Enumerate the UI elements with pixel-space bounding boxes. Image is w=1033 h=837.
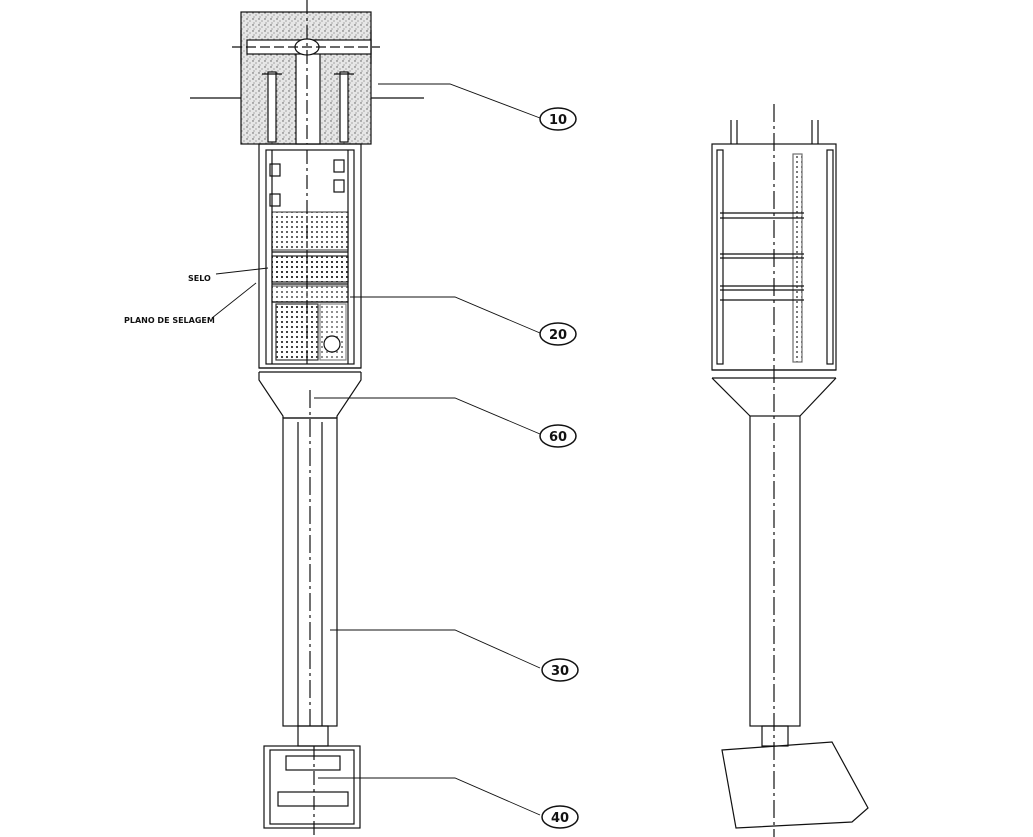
callout-30-label: 30: [551, 664, 569, 679]
left-view: [190, 0, 541, 837]
right-view: [711, 104, 869, 837]
callout-10-label: 10: [549, 113, 567, 128]
callout-60: 60: [539, 424, 577, 448]
plano-de-selagem-label: PLANO DE SELAGEM: [124, 316, 215, 325]
callout-30: 30: [541, 658, 579, 682]
callout-20: 20: [539, 322, 577, 346]
cabinet: [258, 143, 362, 373]
callout-10: 10: [539, 107, 577, 131]
callout-40: 40: [541, 805, 579, 829]
callout-40-label: 40: [551, 811, 569, 826]
selo-label: SELO: [188, 274, 211, 283]
base: [263, 745, 361, 837]
callout-60-label: 60: [549, 430, 567, 445]
column: [282, 390, 338, 747]
leader-lines: [211, 83, 541, 816]
callout-20-label: 20: [549, 328, 567, 343]
concrete-block: [190, 0, 424, 145]
